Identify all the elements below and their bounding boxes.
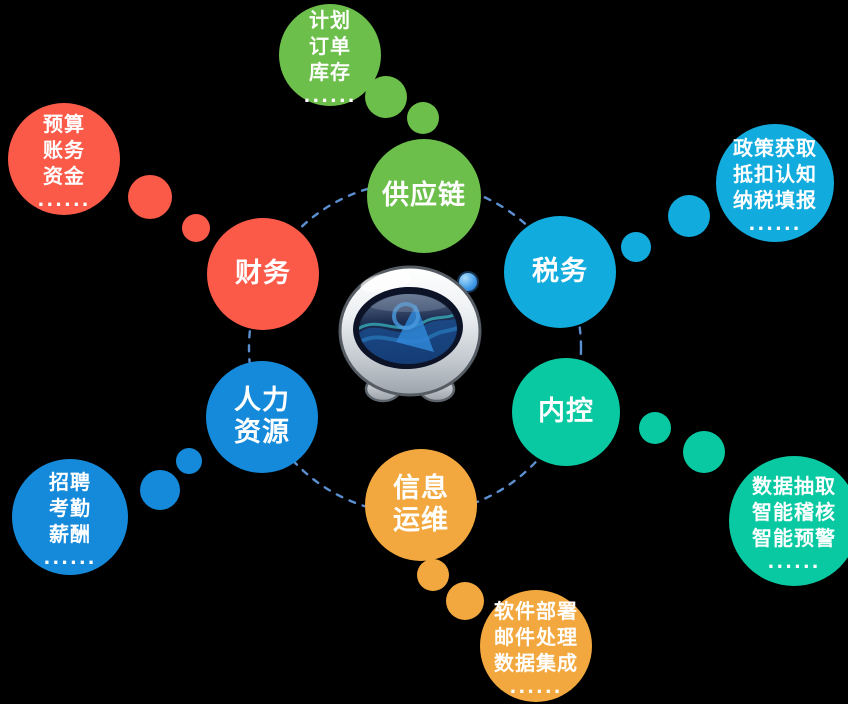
bubble-line: 账务 xyxy=(43,137,85,162)
bubble-line: 库存 xyxy=(309,59,351,84)
node-it-ops: 信息 运维 xyxy=(365,449,477,561)
bubble-it-ops-detail: 软件部署 邮件处理 数据集成 ...... xyxy=(480,590,592,702)
bubble-line: 纳税填报 xyxy=(733,187,817,212)
bubble-ellipsis: ...... xyxy=(748,213,802,235)
connector-dot xyxy=(668,195,710,237)
connector-dot xyxy=(140,470,180,510)
connector-dot xyxy=(182,214,210,242)
node-label: 供应链 xyxy=(382,180,466,212)
bubble-ellipsis: ...... xyxy=(509,676,563,698)
connector-dot xyxy=(683,431,725,473)
connector-dot xyxy=(621,232,651,262)
bubble-ellipsis: ...... xyxy=(303,85,357,107)
bubble-line: 数据集成 xyxy=(494,650,578,675)
node-label: 人力 资源 xyxy=(234,385,290,448)
node-label: 信息 运维 xyxy=(393,473,449,536)
node-finance: 财务 xyxy=(207,218,319,330)
bubble-line: 智能稽核 xyxy=(752,499,836,524)
node-label: 财务 xyxy=(235,258,291,290)
bubble-line: 邮件处理 xyxy=(494,624,578,649)
connector-dot xyxy=(639,412,671,444)
node-internal-control: 内控 xyxy=(512,358,620,466)
bubble-tax-detail: 政策获取 抵扣认知 纳税填报 ...... xyxy=(716,124,834,242)
node-supply-chain: 供应链 xyxy=(367,139,481,253)
bubble-line: 考勤 xyxy=(49,495,91,520)
bubble-hr-detail: 招聘 考勤 薪酬 ...... xyxy=(12,459,128,575)
connector-dot xyxy=(176,448,202,474)
bubble-line: 招聘 xyxy=(49,469,91,494)
node-label: 内控 xyxy=(538,396,594,428)
dashed-ring-circle xyxy=(247,180,583,516)
bubble-line: 计划 xyxy=(309,7,351,32)
connector-dot xyxy=(446,582,484,620)
connector-dot xyxy=(417,559,449,591)
robot-mascot-icon xyxy=(338,265,482,403)
bubble-line: 薪酬 xyxy=(49,521,91,546)
bubble-line: 抵扣认知 xyxy=(733,161,817,186)
bubble-line: 预算 xyxy=(43,111,85,136)
bubble-line: 智能预警 xyxy=(752,525,836,550)
bubble-finance-detail: 预算 账务 资金 ...... xyxy=(8,103,120,215)
bubble-ellipsis: ...... xyxy=(37,189,91,211)
node-label: 税务 xyxy=(532,256,588,288)
bubble-line: 政策获取 xyxy=(733,135,817,160)
bubble-line: 软件部署 xyxy=(494,598,578,623)
bubble-line: 数据抽取 xyxy=(752,473,836,498)
bubble-line: 资金 xyxy=(43,163,85,188)
node-hr: 人力 资源 xyxy=(206,361,318,473)
bubble-internal-control-detail: 数据抽取 智能稽核 智能预警 ...... xyxy=(729,456,848,586)
bubble-supply-chain-detail: 计划 订单 库存 ...... xyxy=(279,4,381,106)
bubble-line: 订单 xyxy=(309,33,351,58)
bubble-ellipsis: ...... xyxy=(767,551,821,573)
connector-dot xyxy=(407,102,439,134)
bubble-ellipsis: ...... xyxy=(43,547,97,569)
connector-dot xyxy=(128,175,172,219)
node-tax: 税务 xyxy=(504,216,616,328)
